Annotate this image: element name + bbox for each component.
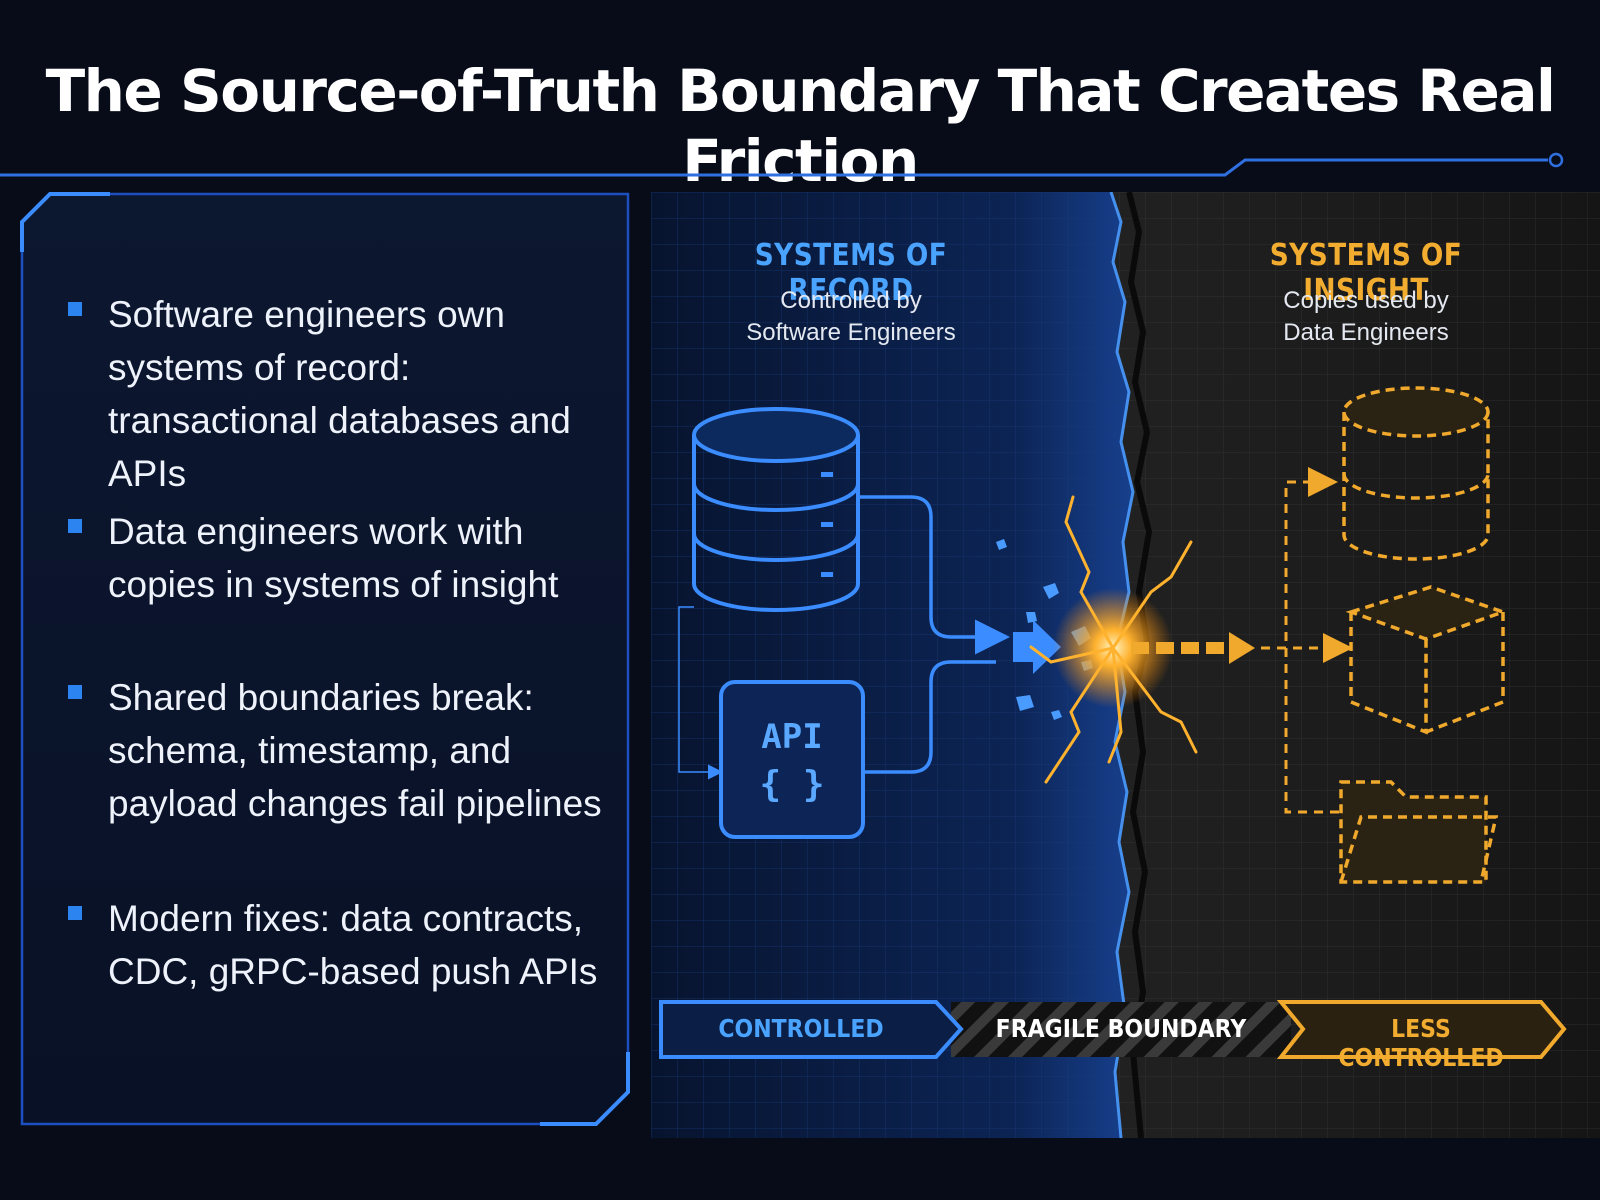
record-subtitle: Controlled by Software Engineers	[671, 285, 1031, 349]
insight-subtitle-line2: Data Engineers	[1283, 319, 1449, 346]
api-label: API	[761, 717, 823, 757]
bullet-item: Software engineers own systems of record…	[68, 288, 618, 500]
bullet-marker	[68, 685, 82, 699]
bullet-panel-frame	[20, 192, 630, 1126]
bullet-panel: Software engineers own systems of record…	[20, 192, 630, 1126]
band-less-controlled: LESS CONTROLLED	[1338, 1014, 1504, 1072]
band-fragile-boundary: FRAGILE BOUNDARY	[995, 1014, 1247, 1043]
boundary-diagram: SYSTEMS OF RECORD Controlled by Software…	[651, 192, 1600, 1138]
folder-icon	[1339, 780, 1499, 884]
control-band	[659, 1000, 1567, 1059]
band-controlled: CONTROLLED	[718, 1014, 884, 1043]
bullet-marker	[68, 519, 82, 533]
diagram-canvas	[651, 192, 1600, 1138]
bullet-item: Shared boundaries break: schema, timesta…	[68, 671, 618, 830]
bullet-marker	[68, 302, 82, 316]
database-icon	[692, 407, 860, 612]
api-braces: { }	[759, 764, 825, 805]
record-subtitle-line2: Software Engineers	[746, 319, 956, 346]
database-icon	[1342, 386, 1490, 561]
cube-icon	[1345, 585, 1509, 735]
bullet-text: Software engineers own systems of record…	[108, 294, 571, 494]
bullet-text: Modern fixes: data contracts, CDC, gRPC-…	[108, 898, 598, 992]
flow-arrow-icon	[1013, 620, 1061, 674]
bullet-item: Data engineers work with copies in syste…	[68, 505, 618, 611]
insight-title: SYSTEMS OF INSIGHT	[1269, 238, 1463, 308]
record-subtitle-line1: Controlled by	[780, 287, 922, 314]
orange-flow-arrow-icon	[1131, 632, 1255, 664]
record-title: SYSTEMS OF RECORD	[754, 238, 948, 308]
bullet-text: Shared boundaries break: schema, timesta…	[108, 677, 602, 824]
page-title: The Source-of-Truth Boundary That Create…	[45, 57, 1556, 195]
bullet-text: Data engineers work with copies in syste…	[108, 511, 559, 605]
insight-subtitle-line1: Copies used by	[1283, 287, 1449, 314]
api-icon	[719, 680, 865, 839]
header-divider	[0, 152, 1564, 177]
bullet-item: Modern fixes: data contracts, CDC, gRPC-…	[68, 892, 618, 998]
insight-subtitle: Copies used by Data Engineers	[1186, 285, 1546, 349]
bullet-marker	[68, 906, 82, 920]
